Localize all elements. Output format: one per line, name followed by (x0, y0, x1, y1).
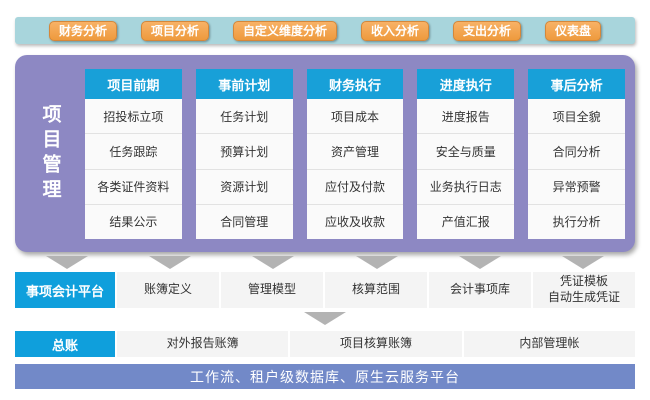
list-item: 预算计划 (195, 133, 293, 168)
list-item: 执行分析 (528, 203, 625, 239)
custom-dimension-analysis-button[interactable]: 自定义维度分析 (232, 20, 337, 41)
general-ledger-label: 总账 (15, 331, 115, 357)
project-management-title: 项目管理 (39, 103, 61, 204)
platform-cell: 管理模型 (221, 272, 323, 308)
chevron-down-icon (304, 311, 346, 325)
dashboard-button[interactable]: 仪表盘 (544, 20, 601, 41)
list-item: 应收及收款 (306, 203, 404, 239)
column-progress-execution: 进度执行 进度报告 安全与质量 业务执行日志 产值汇报 (417, 69, 515, 239)
list-item: 合同分析 (528, 133, 625, 168)
list-item: 任务跟踪 (85, 133, 182, 168)
list-item: 进度报告 (441, 109, 490, 124)
column-header: 财务执行 (306, 69, 404, 99)
platform-cell: 会计事项库 (429, 272, 531, 308)
chevron-down-icon (562, 255, 605, 269)
list-item: 项目成本 (330, 109, 379, 124)
platform-cell: 凭证模板 自动生成凭证 (533, 272, 635, 308)
chevron-down-icon (458, 255, 501, 269)
list-item: 招投标立项 (103, 109, 164, 124)
chevron-down-icon (355, 255, 398, 269)
list-item: 安全与质量 (417, 133, 515, 168)
list-item: 应付及付款 (306, 168, 404, 204)
list-item: 产值汇报 (417, 203, 515, 239)
column-items: 项目成本 资产管理 应付及付款 应收及收款 (306, 99, 404, 239)
event-accounting-platform-label: 事项会计平台 (15, 272, 115, 308)
chevron-down-icon (252, 255, 295, 269)
column-items: 招投标立项 任务跟踪 各类证件资料 结果公示 (85, 99, 182, 239)
list-item: 资产管理 (306, 133, 404, 168)
ledger-cell: 对外报告账簿 (117, 331, 289, 357)
column-items: 项目全貌 合同分析 异常预警 执行分析 (528, 99, 625, 239)
column-items: 任务计划 预算计划 资源计划 合同管理 (195, 99, 293, 239)
project-management-columns: 项目前期 招投标立项 任务跟踪 各类证件资料 结果公示 事前计划 任务计划 预算… (85, 69, 625, 239)
ledger-cell: 内部管理帐 (463, 331, 635, 357)
column-finance-execution: 财务执行 项目成本 资产管理 应付及付款 应收及收款 (306, 69, 404, 239)
column-header: 事前计划 (195, 69, 293, 99)
column-project-early-stage: 项目前期 招投标立项 任务跟踪 各类证件资料 结果公示 (85, 69, 182, 239)
column-header: 项目前期 (85, 69, 182, 99)
list-item: 资源计划 (195, 168, 293, 204)
list-item: 合同管理 (195, 203, 293, 239)
chevron-down-icon (45, 255, 88, 269)
platform-cell: 账簿定义 (117, 272, 219, 308)
finance-analysis-button[interactable]: 财务分析 (48, 20, 117, 41)
infrastructure-bar: 工作流、租户级数据库、原生云服务平台 (15, 364, 635, 389)
income-analysis-button[interactable]: 收入分析 (360, 20, 429, 41)
ledger-cell: 项目核算账簿 (290, 331, 462, 357)
list-item: 结果公示 (85, 203, 182, 239)
column-items: 进度报告 安全与质量 业务执行日志 产值汇报 (417, 99, 515, 239)
chevron-row (15, 255, 635, 269)
analysis-toolbar: 财务分析 项目分析 自定义维度分析 收入分析 支出分析 仪表盘 (15, 17, 635, 44)
project-management-panel: 项目管理 项目前期 招投标立项 任务跟踪 各类证件资料 结果公示 事前计划 任务… (15, 55, 635, 252)
list-item: 异常预警 (528, 168, 625, 204)
infrastructure-bar-label: 工作流、租户级数据库、原生云服务平台 (190, 368, 460, 385)
list-item: 业务执行日志 (417, 168, 515, 204)
column-pre-planning: 事前计划 任务计划 预算计划 资源计划 合同管理 (195, 69, 293, 239)
list-item: 任务计划 (220, 109, 269, 124)
platform-cell: 核算范围 (325, 272, 427, 308)
general-ledger-row: 总账 对外报告账簿 项目核算账簿 内部管理帐 (15, 331, 635, 357)
column-header: 进度执行 (417, 69, 515, 99)
chevron-down-icon (148, 255, 191, 269)
list-item: 各类证件资料 (85, 168, 182, 204)
event-accounting-platform-row: 事项会计平台 账簿定义 管理模型 核算范围 会计事项库 凭证模板 自动生成凭证 (15, 272, 635, 308)
expense-analysis-button[interactable]: 支出分析 (452, 20, 521, 41)
project-analysis-button[interactable]: 项目分析 (140, 20, 209, 41)
list-item: 项目全貌 (552, 109, 601, 124)
column-header: 事后分析 (528, 69, 625, 99)
column-post-analysis: 事后分析 项目全貌 合同分析 异常预警 执行分析 (528, 69, 625, 239)
